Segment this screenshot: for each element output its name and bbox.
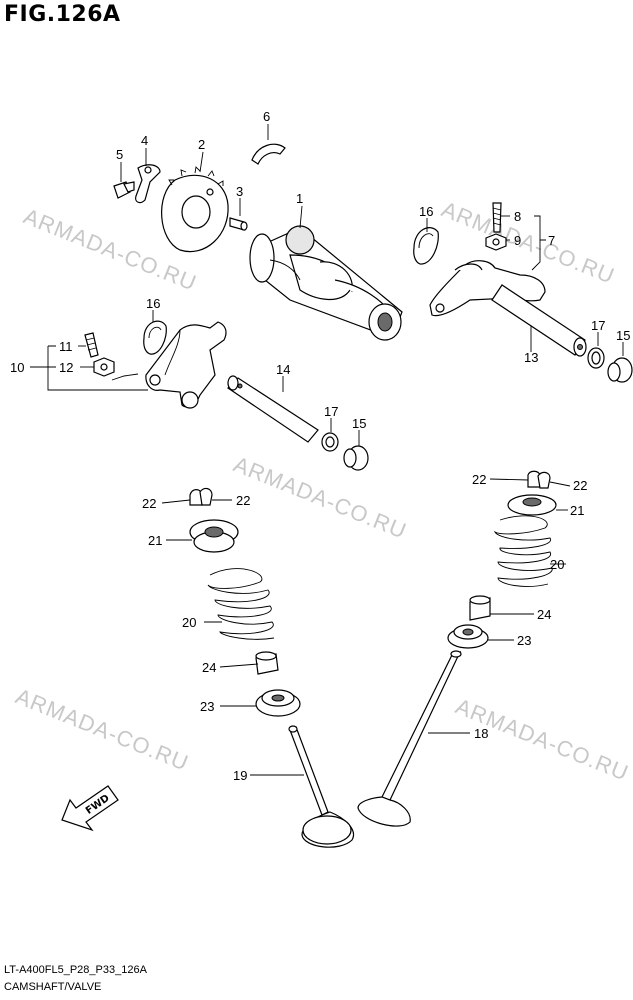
watermark-3: ARMADA-CO.RU (230, 451, 410, 543)
callout-labels: 1 2 3 4 5 6 7 8 9 10 11 12 13 14 15 15 1… (10, 109, 630, 783)
oring-17-left (321, 432, 339, 452)
bolt-part (113, 181, 135, 199)
figure-code: LT-A400FL5_P28_P33_126A (4, 964, 147, 976)
retainer-21-right (507, 494, 557, 516)
callout-20-right: 20 (550, 557, 564, 572)
oring-17-right (587, 347, 605, 369)
callout-23-right: 23 (517, 633, 531, 648)
callout-14: 14 (276, 362, 290, 377)
callout-22-a: 22 (142, 496, 156, 511)
spring-20-left (207, 568, 275, 640)
leader-lines (30, 124, 624, 776)
callout-21-right: 21 (570, 503, 584, 518)
callout-6: 6 (263, 109, 270, 124)
oring-16-right (413, 227, 439, 265)
seat-23-right (447, 624, 489, 649)
pin-part (229, 217, 248, 231)
cotter-22-left (189, 487, 213, 506)
plug-15-left (343, 445, 369, 471)
callout-17-left: 17 (324, 404, 338, 419)
sprocket-part (161, 166, 229, 253)
rocker-shaft-left (227, 375, 319, 443)
callout-17-right: 17 (591, 318, 605, 333)
adjust-screw-8 (492, 202, 502, 233)
callout-20-left: 20 (182, 615, 196, 630)
fwd-arrow-icon: FWD (61, 785, 119, 832)
rocker-arm-left (145, 321, 227, 409)
clip-part (251, 143, 286, 165)
callout-15-left: 15 (352, 416, 366, 431)
callout-22-d: 22 (573, 478, 587, 493)
callout-15-right: 15 (616, 328, 630, 343)
callout-16-right: 16 (419, 204, 433, 219)
retainer-plate-part (135, 164, 161, 204)
callout-24-left: 24 (202, 660, 216, 675)
callout-23-left: 23 (200, 699, 214, 714)
camshaft-part (249, 225, 403, 341)
rocker-arm-right (429, 260, 546, 317)
callout-21-left: 21 (148, 533, 162, 548)
callout-18: 18 (474, 726, 488, 741)
spring-20-right (493, 515, 553, 587)
retainer-21-left (189, 519, 239, 553)
valve-18 (357, 650, 462, 827)
callout-10: 10 (10, 360, 24, 375)
callout-5: 5 (116, 147, 123, 162)
valve-19 (288, 725, 354, 848)
oring-16-left (143, 320, 167, 355)
nut-9 (485, 233, 507, 251)
callout-11: 11 (59, 339, 73, 354)
callout-22-c: 22 (472, 472, 486, 487)
callout-2: 2 (198, 137, 205, 152)
callout-19: 19 (233, 768, 247, 783)
callout-22-b: 22 (236, 493, 250, 508)
figure-subtitle: CAMSHAFT/VALVE (4, 981, 102, 993)
rocker-shaft-right (491, 284, 587, 357)
figure-title: FIG.126A (4, 2, 121, 27)
seal-24-left (255, 651, 279, 675)
callout-7: 7 (548, 233, 555, 248)
callout-16-left: 16 (146, 296, 160, 311)
nut-12 (93, 357, 115, 377)
watermark-4: ARMADA-CO.RU (12, 683, 192, 775)
callout-8: 8 (514, 209, 521, 224)
cotter-22-right (527, 470, 551, 489)
callout-12: 12 (59, 360, 73, 375)
callout-1: 1 (296, 191, 303, 206)
callout-4: 4 (141, 133, 148, 148)
callout-13: 13 (524, 350, 538, 365)
callout-3: 3 (236, 184, 243, 199)
seal-24-right (469, 595, 491, 621)
plug-15-right (607, 357, 633, 383)
callout-24-right: 24 (537, 607, 551, 622)
callout-9: 9 (514, 233, 521, 248)
seat-23-left (255, 689, 301, 717)
adjust-screw-11 (84, 332, 99, 358)
